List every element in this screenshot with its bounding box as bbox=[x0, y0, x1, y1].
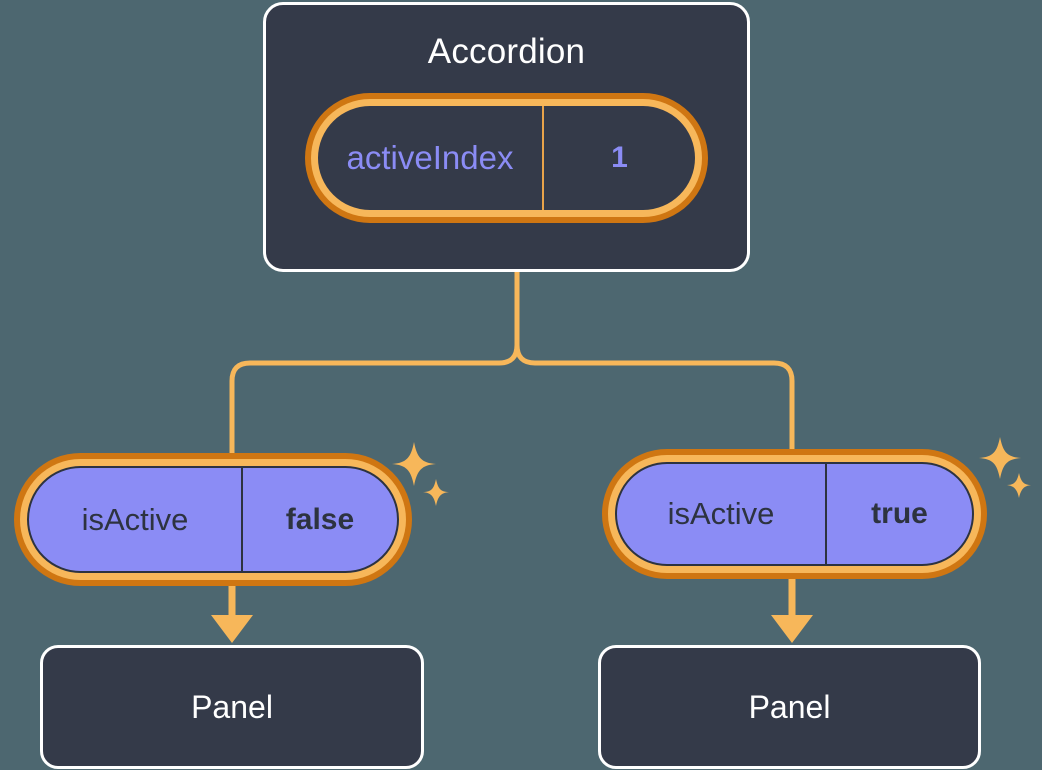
component-node-panel-right[interactable]: Panel bbox=[598, 645, 981, 769]
pill-body: activeIndex 1 bbox=[318, 106, 695, 210]
connector-trunk-to-bus-right bbox=[514, 269, 795, 473]
state-key-label: isActive bbox=[81, 501, 189, 537]
connector-trunk-to-bus bbox=[229, 269, 520, 473]
state-pill-isactive-right[interactable]: isActive true bbox=[602, 449, 987, 579]
component-node-panel-left[interactable]: Panel bbox=[40, 645, 424, 769]
node-title-panel: Panel bbox=[191, 688, 273, 725]
state-value-label: true bbox=[871, 497, 928, 530]
pill-divider bbox=[542, 106, 544, 210]
state-key-label: isActive bbox=[667, 496, 775, 531]
pill-body: isActive false bbox=[27, 466, 399, 573]
state-pill-isactive-left[interactable]: isActive false bbox=[14, 453, 412, 586]
node-title-accordion: Accordion bbox=[427, 32, 586, 71]
pill-divider bbox=[825, 464, 827, 564]
state-key-label: activeIndex bbox=[346, 139, 514, 176]
state-value-label: 1 bbox=[611, 141, 628, 174]
pill-body: isActive true bbox=[615, 462, 974, 566]
pill-divider bbox=[241, 468, 243, 571]
state-value-label: false bbox=[285, 502, 355, 536]
state-pill-activeindex[interactable]: activeIndex 1 bbox=[305, 93, 708, 223]
node-title-panel: Panel bbox=[748, 688, 831, 725]
sparkle-small-icon bbox=[423, 479, 449, 506]
sparkle-small-icon bbox=[1007, 473, 1031, 498]
